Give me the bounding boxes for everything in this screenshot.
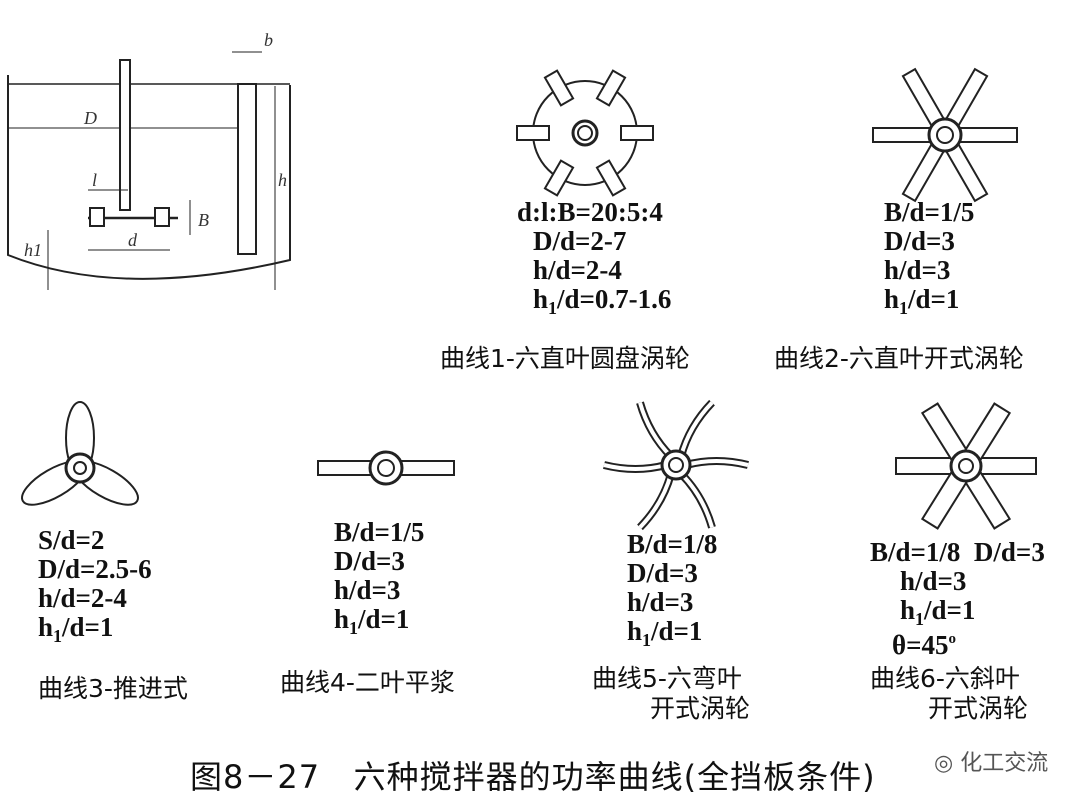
impeller-2-caption: 曲线2-六直叶开式涡轮 <box>774 344 1024 373</box>
impeller-5-curved-turbine <box>603 399 749 531</box>
param-line: h1/d=1 <box>38 612 114 647</box>
param-line: h/d=3 <box>627 587 694 617</box>
param-line: h1/d=1 <box>900 595 976 630</box>
param-line: h/d=3 <box>334 575 401 605</box>
param-line: B/d=1/8 D/d=3 <box>870 537 1045 567</box>
param-line: h/d=2-4 <box>533 255 622 285</box>
impeller-5-caption-line2: 开式涡轮 <box>650 694 751 723</box>
impeller-5-caption-line1: 曲线5-六弯叶 <box>592 664 742 693</box>
dim-label-d: d <box>128 230 137 250</box>
figure-title: 图8－27 六种搅拌器的功率曲线(全挡板条件) <box>190 758 876 796</box>
impeller-6-caption-line1: 曲线6-六斜叶 <box>870 664 1020 693</box>
impeller-6-caption-line2: 开式涡轮 <box>928 694 1029 723</box>
dim-label-D: D <box>84 108 97 128</box>
param-line: h1/d=1 <box>884 284 960 319</box>
impeller-4-paddle <box>317 450 455 486</box>
watermark-text: 化工交流 <box>960 751 1049 776</box>
impeller-3-caption: 曲线3-推进式 <box>38 674 188 703</box>
dim-label-b: b <box>264 30 273 50</box>
impeller-4-caption: 曲线4-二叶平浆 <box>280 668 455 697</box>
param-line: h/d=3 <box>884 255 951 285</box>
watermark: ◎ 化工交流 <box>934 745 1048 777</box>
param-line: D/d=2.5-6 <box>38 554 152 584</box>
tank-schematic <box>7 51 291 290</box>
param-line: h/d=3 <box>900 566 967 596</box>
param-line: h1/d=1 <box>627 616 703 651</box>
param-line: D/d=3 <box>627 558 698 588</box>
param-line: B/d=1/5 <box>884 197 975 227</box>
param-line: d:l:B=20:5:4 <box>517 197 663 227</box>
param-line: θ=45o <box>892 630 956 660</box>
wechat-icon: ◎ <box>934 751 961 776</box>
param-line: h/d=2-4 <box>38 583 127 613</box>
param-line: D/d=3 <box>884 226 955 256</box>
param-line: h1/d=1 <box>334 604 410 639</box>
dim-label-h: h <box>278 170 287 190</box>
param-line: D/d=2-7 <box>533 226 627 256</box>
impeller-2-open-turbine <box>872 67 1018 203</box>
param-line: D/d=3 <box>334 546 405 576</box>
dim-label-h1: h1 <box>24 240 42 260</box>
impeller-6-pitched-turbine <box>895 402 1037 530</box>
param-line: h1/d=0.7-1.6 <box>533 284 672 319</box>
param-line: B/d=1/8 <box>627 529 718 559</box>
impeller-3-propeller <box>21 401 139 506</box>
dim-label-B: B <box>198 210 209 230</box>
impeller-1-disc-turbine <box>516 69 654 197</box>
dim-label-l: l <box>92 170 98 190</box>
param-line: S/d=2 <box>38 525 105 555</box>
impeller-1-caption: 曲线1-六直叶圆盘涡轮 <box>440 344 690 373</box>
param-line: B/d=1/5 <box>334 517 425 547</box>
